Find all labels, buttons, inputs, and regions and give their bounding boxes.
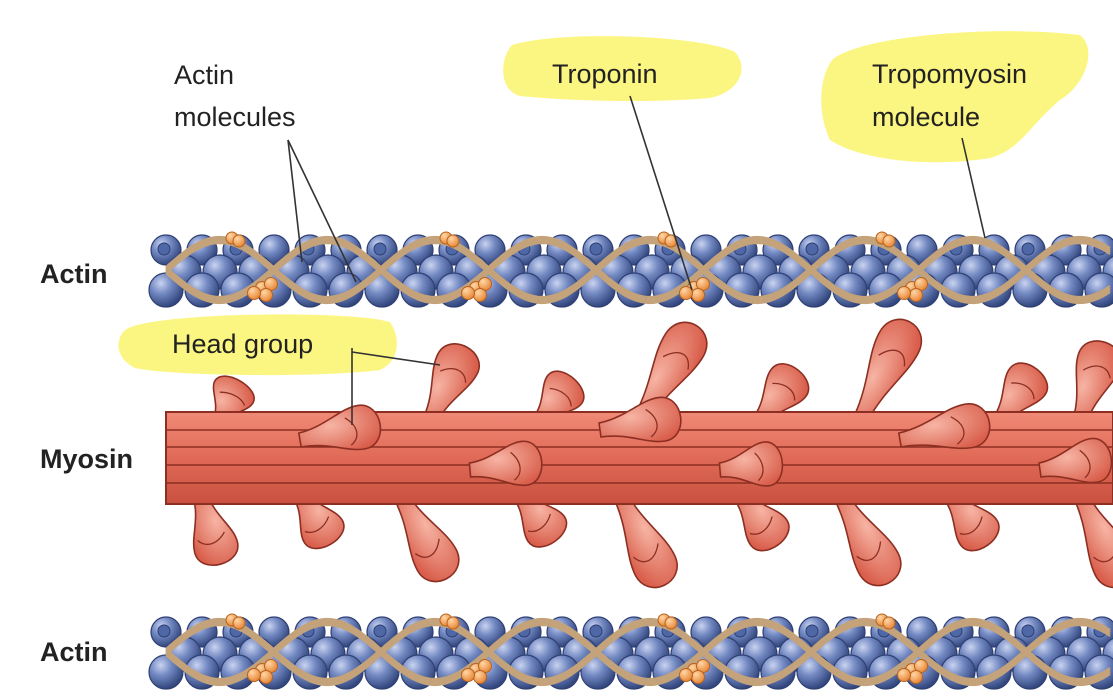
highlight-head-group — [118, 314, 397, 376]
actin-binding-site — [1021, 624, 1035, 638]
troponin-complex — [897, 668, 911, 682]
myosin-heads-back — [192, 318, 1113, 589]
leader-lines — [287, 95, 986, 425]
actin-binding-site — [373, 242, 387, 256]
tropomyosin-strand — [165, 623, 1111, 687]
leader-troponin — [629, 95, 693, 291]
tropomyosin-strand — [165, 619, 1111, 683]
myosin-head — [753, 363, 810, 426]
tropomyosin-strand — [165, 621, 1111, 685]
highlights — [118, 31, 1089, 376]
myosin-head — [832, 490, 902, 587]
label-troponin: Troponin — [552, 59, 658, 89]
tropomyosin-strand — [165, 239, 1111, 303]
myosin-head — [292, 490, 345, 550]
tropomyosin-strand — [165, 239, 1111, 303]
actin-binding-site — [805, 624, 819, 638]
troponin-complex — [247, 668, 261, 682]
tropomyosin-strand — [165, 619, 1111, 683]
leader-head-group-2 — [351, 351, 441, 366]
actin-binding-site — [1021, 242, 1035, 256]
troponin-complex — [691, 670, 705, 684]
tropomyosin-strand — [165, 237, 1111, 301]
myosin-heads-front — [297, 396, 1113, 487]
troponin-complex — [259, 670, 273, 684]
myosin-head — [852, 318, 923, 425]
side-label-actin-bottom: Actin — [40, 637, 108, 667]
tropomyosin-strand — [165, 617, 1111, 681]
myosin-head — [1072, 490, 1113, 589]
actin-binding-site — [805, 242, 819, 256]
troponin-complex — [897, 286, 911, 300]
troponin-complex — [679, 286, 693, 300]
troponin-complex — [664, 616, 678, 630]
tropomyosin-strand — [165, 235, 1111, 299]
troponin-complex — [259, 288, 273, 302]
label-head-group: Head group — [172, 329, 313, 359]
troponin-complex — [461, 668, 475, 682]
tropomyosin-strand — [165, 617, 1111, 681]
troponin-complex — [882, 234, 896, 248]
actin-bead — [258, 234, 290, 266]
side-labels: Actin Myosin Actin — [40, 259, 133, 667]
myosin-head — [733, 489, 790, 552]
myosin-head — [422, 343, 480, 425]
myosin-head — [1072, 340, 1113, 424]
troponin-complex — [691, 288, 705, 302]
leader-actin-molecules-1 — [287, 139, 303, 263]
myosin-head — [468, 440, 543, 486]
troponin-complex — [446, 234, 460, 248]
tropomyosin-strand — [165, 237, 1111, 301]
actin-bead — [258, 616, 290, 648]
tropomyosin-strand — [165, 235, 1111, 299]
troponin-complex — [446, 616, 460, 630]
myosin-head — [943, 489, 1000, 552]
actin-binding-site — [373, 624, 387, 638]
troponin-complex — [247, 286, 261, 300]
troponin-complex — [473, 288, 487, 302]
myosin-head — [993, 362, 1049, 426]
myosin-head — [392, 490, 460, 583]
tropomyosin-strand — [165, 241, 1111, 305]
troponin-complex — [909, 670, 923, 684]
troponin-complex — [232, 234, 246, 248]
leader-actin-molecules-2 — [287, 139, 357, 283]
label-actin-molecules-line2: molecules — [174, 102, 296, 132]
myosin-head — [598, 396, 682, 443]
troponin-complex — [232, 616, 246, 630]
troponin-complex — [882, 616, 896, 630]
label-tropomyosin-line2: molecule — [872, 102, 980, 132]
leader-tropomyosin — [961, 137, 986, 239]
troponin-complex — [909, 288, 923, 302]
myosin-head — [897, 403, 991, 450]
side-label-myosin: Myosin — [40, 444, 133, 474]
actin-binding-site — [157, 624, 171, 638]
actin-binding-site — [157, 242, 171, 256]
tropomyosin-strand — [165, 623, 1111, 687]
actin-filament-bottom — [148, 613, 1113, 690]
tropomyosin-strand — [165, 241, 1111, 305]
troponin-complex — [461, 286, 475, 300]
highlight-troponin — [503, 36, 742, 102]
actin-binding-site — [589, 624, 603, 638]
highlight-tropomyosin — [821, 31, 1089, 163]
troponin-complex — [679, 668, 693, 682]
label-tropomyosin-line1: Tropomyosin — [872, 59, 1027, 89]
label-actin-molecules-line1: Actin — [174, 60, 234, 90]
myosin-head — [297, 404, 382, 451]
myosin-head — [718, 441, 784, 487]
actin-filament-top — [148, 231, 1113, 308]
side-label-actin-top: Actin — [40, 259, 108, 289]
annotation-labels: Actin molecules Troponin Tropomyosin mol… — [172, 59, 1027, 359]
myosin-head — [1038, 437, 1113, 484]
myosin-head — [192, 492, 239, 566]
myosin-head — [612, 490, 678, 589]
troponin-complex — [473, 670, 487, 684]
tropomyosin-strand — [165, 621, 1111, 685]
actin-binding-site — [589, 242, 603, 256]
